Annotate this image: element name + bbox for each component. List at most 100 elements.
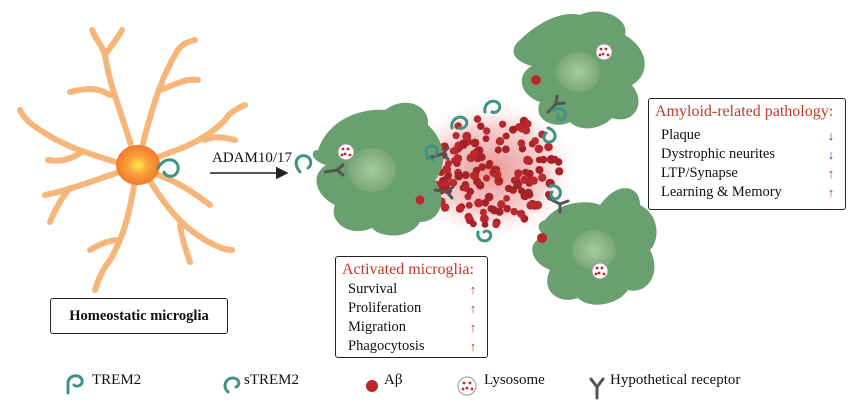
increase-arrow-icon: ↑ [827,185,835,200]
abeta-particle [466,187,474,196]
abeta-particle [502,145,510,154]
abeta-particle [514,169,523,178]
abeta-particle [470,149,479,159]
increase-arrow-icon: ↑ [469,339,477,354]
receptor-icon [323,94,570,214]
lysosome-icon-legend [457,376,477,396]
legend-label: Lysosome [484,372,545,388]
abeta-particle [533,200,543,210]
abeta-particle [489,205,497,213]
legend-strem2: sTREM2 [238,372,299,389]
abeta-particle [480,214,489,224]
activated-microglia-box: Activated microglia: Survival↑Proliferat… [335,256,488,358]
abeta-particle [477,122,485,130]
trem2-icon [66,374,84,395]
lysosome-icon [337,43,613,280]
decrease-arrow-icon: ↓ [827,128,835,143]
row-label: Survival [348,281,398,297]
abeta-particle [461,171,470,180]
abeta-particle [441,181,449,188]
abeta-particle [504,184,513,193]
increase-arrow-icon: ↑ [469,320,477,335]
legend-receptor: Hypothetical receptor [604,372,740,389]
pathology-box-title: Amyloid-related pathology: [655,103,834,120]
abeta-particle [470,138,480,148]
abeta-particle [509,125,517,134]
abeta-particle [494,146,502,154]
homeostatic-microglia [17,27,248,293]
abeta-particle [481,199,490,207]
abeta-particle [454,171,464,181]
abeta-particle [526,176,535,185]
legend-label: TREM2 [92,372,142,388]
abeta-particle [523,155,533,165]
legend-abeta: Aβ [378,372,402,389]
trem2-receptor [156,158,180,178]
abeta-particle [442,165,452,174]
abeta-particle [482,135,490,143]
abeta-particle [522,168,530,176]
activated-microglia-top [513,11,645,129]
abeta-particle [517,209,526,218]
abeta-particle [449,178,458,187]
abeta-particle [453,154,463,163]
row-label: LTP/Synapse [661,165,738,181]
box-row: Plaque↓ [655,126,839,145]
row-label: Migration [348,319,406,335]
box-row: Dystrophic neurites ↓ [655,145,839,164]
row-label: Dystrophic neurites [661,146,775,162]
abeta-particle [484,192,494,202]
strem2-shed [294,154,313,174]
abeta-particle [544,142,553,152]
abeta-particle [518,187,526,195]
trem2-on-activated [424,99,567,243]
abeta-icon [366,380,378,392]
homeostatic-soma [116,145,160,185]
abeta-particle [503,204,512,213]
abeta-particle [483,127,491,135]
amyloid-pathology-box: Amyloid-related pathology: Plaque↓Dystro… [648,98,846,210]
abeta-particle [503,195,510,202]
abeta-particle [495,207,504,216]
abeta-particle [492,220,500,229]
abeta-particle [473,115,482,123]
abeta-particle [469,220,477,228]
row-label: Proliferation [348,300,422,316]
abeta-particle [513,180,523,190]
abeta-particle [478,163,486,171]
legend-label: Hypothetical receptor [610,372,741,388]
increase-arrow-icon: ↑ [469,282,477,297]
box-row: Learning & Memory↑ [655,183,839,202]
abeta-particle [495,137,505,146]
abeta-particle [481,221,489,228]
activated-microglia-bottom [532,188,657,305]
decrease-arrow-icon: ↓ [827,147,835,162]
abeta-particle [497,200,506,209]
abeta-particle [502,132,510,140]
increase-arrow-icon: ↑ [827,166,835,181]
abeta-particle [474,198,484,208]
box-row: Phagocytosis ↑ [342,337,481,356]
abeta-particle [555,158,563,166]
abeta-particle [443,173,452,182]
abeta-particle [464,212,473,221]
abeta-particle [465,201,473,209]
abeta-particle [479,208,487,216]
abeta-particle [531,137,539,145]
activated-microglia-left [312,102,444,236]
abeta-particle [555,167,564,176]
legend-trem2: TREM2 [86,372,141,389]
abeta-particle [517,124,527,133]
row-label: Phagocytosis [348,338,425,354]
box-row: Migration ↑ [342,318,481,337]
abeta-particle [524,188,533,198]
abeta-particle [523,120,532,128]
legend-lysosome: Lysosome [478,372,545,389]
free-abeta [415,75,547,243]
abeta-particle [510,207,518,216]
abeta-particle [517,139,526,148]
box-row: Survival ↑ [342,280,481,299]
abeta-particle [535,166,544,174]
abeta-particle [520,175,529,184]
